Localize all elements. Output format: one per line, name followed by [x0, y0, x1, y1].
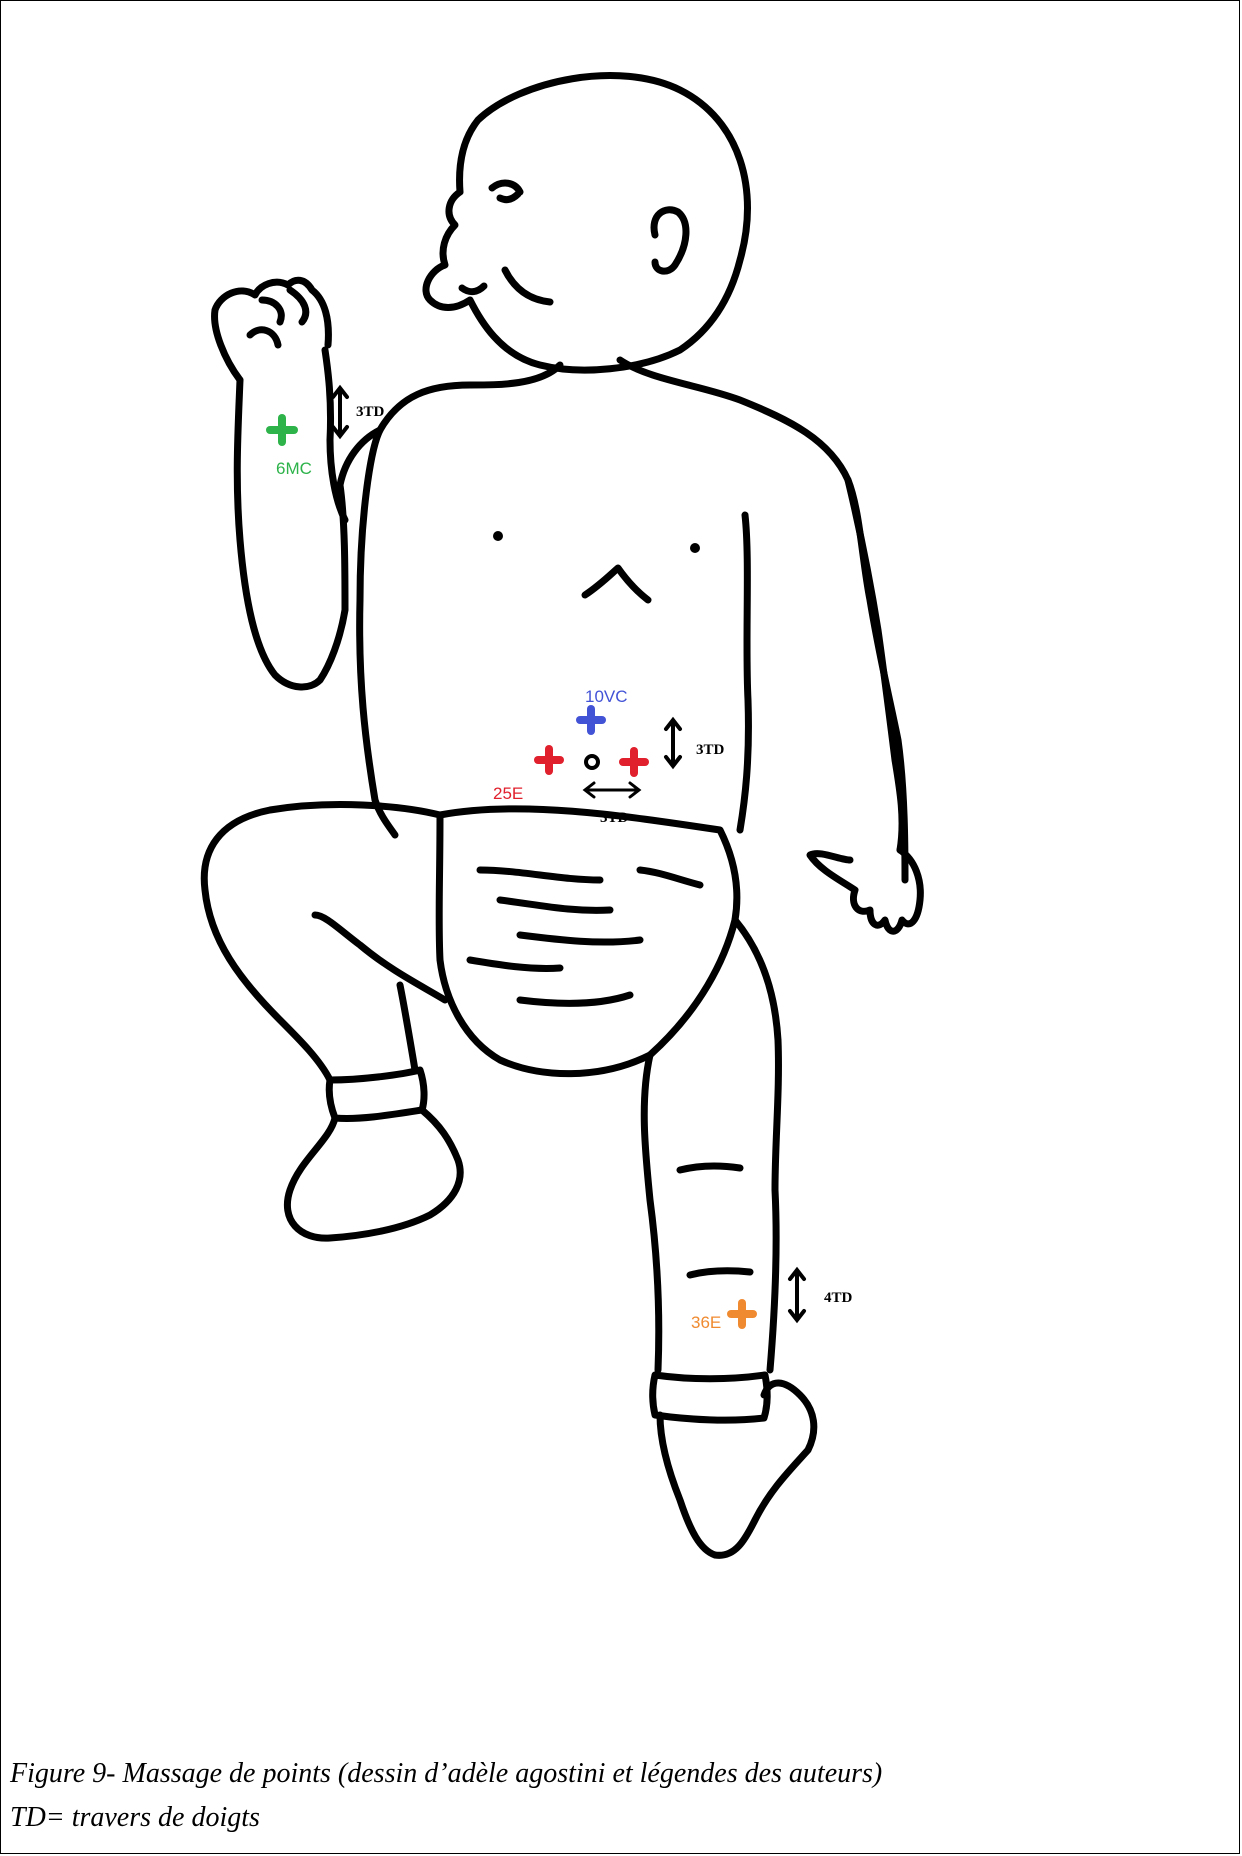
- baby-leg-left-inner: [315, 915, 445, 1000]
- baby-mouth: [462, 286, 484, 292]
- baby-nipple-left: [493, 531, 503, 541]
- baby-eye: [492, 183, 520, 200]
- measure-wrist-label: 3TD: [356, 404, 385, 420]
- measure-abdomen-vertical-label: 3TD: [696, 742, 725, 758]
- baby-torso-right: [740, 515, 748, 830]
- point-10vc-label: 10VC: [585, 687, 628, 706]
- plus-icon: [623, 751, 645, 773]
- caption-line-2: TD= travers de doigts: [10, 1796, 1230, 1840]
- baby-knee-lines: [680, 1166, 750, 1275]
- baby-head: [426, 76, 748, 370]
- point-6mc: 6MC: [270, 418, 312, 478]
- double-arrow-vertical-icon: [333, 388, 347, 436]
- baby-chest-lines: [585, 568, 648, 600]
- baby-leg-left: [204, 805, 440, 1080]
- plus-icon: [580, 709, 602, 731]
- plus-icon: [270, 418, 294, 442]
- measure-abdomen-horizontal-label: 3TD: [600, 810, 629, 826]
- baby-nipple-right: [690, 543, 700, 553]
- baby-navel: [586, 756, 598, 768]
- baby-body-left: [360, 365, 560, 835]
- point-25e: 25E: [493, 749, 645, 803]
- baby-foot-right: [660, 1383, 814, 1555]
- measure-leg-label: 4TD: [824, 1290, 853, 1306]
- baby-fist-fingers: [250, 290, 306, 345]
- point-10vc: 10VC: [580, 687, 628, 731]
- point-25e-label: 25E: [493, 784, 523, 803]
- baby-body-right: [620, 360, 905, 880]
- point-6mc-label: 6MC: [276, 459, 312, 478]
- point-36e: 36E: [691, 1303, 753, 1332]
- double-arrow-vertical-icon: [790, 1270, 804, 1320]
- baby-sock-left: [329, 1070, 424, 1118]
- baby-foot-left: [287, 1110, 460, 1238]
- baby-arm-right: [848, 480, 902, 850]
- point-36e-label: 36E: [691, 1313, 721, 1332]
- measure-abdomen-vertical: 3TD: [666, 720, 725, 766]
- measure-leg: 4TD: [790, 1270, 853, 1320]
- figure-caption: Figure 9- Massage de points (dessin d’ad…: [10, 1752, 1230, 1840]
- plus-icon: [538, 749, 560, 771]
- double-arrow-vertical-icon: [666, 720, 680, 766]
- baby-diaper-folds: [470, 870, 700, 1003]
- baby-leg-right-inner: [644, 1055, 658, 1370]
- baby-sock-right: [653, 1375, 767, 1420]
- baby-leg-left-lower: [400, 985, 415, 1070]
- caption-line-1: Figure 9- Massage de points (dessin d’ad…: [10, 1752, 1230, 1796]
- plus-icon: [731, 1303, 753, 1325]
- baby-cheek: [505, 270, 550, 302]
- baby-ear: [654, 210, 686, 271]
- double-arrow-horizontal-icon: [585, 783, 639, 797]
